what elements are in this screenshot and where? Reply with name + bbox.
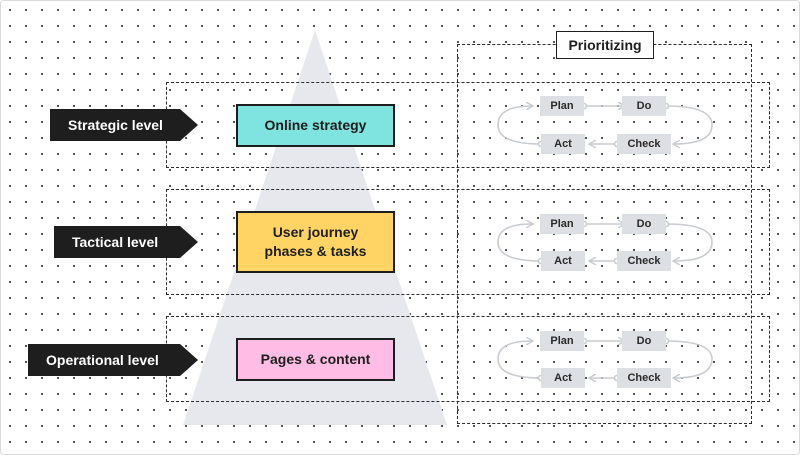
pdca-plan-node: Plan [540,214,584,234]
pdca-do-node: Do [622,96,666,116]
operational-level-label: Operational level [28,344,198,376]
pdca-check-node: Check [617,134,671,154]
pdca-act-node: Act [541,368,585,388]
pdca-check-node: Check [617,251,671,271]
pdca-do-node: Do [622,331,666,351]
tactical-level-label: Tactical level [54,226,198,258]
pdca-do-node: Do [622,214,666,234]
user-journey-box: User journey phases & tasks [236,211,395,273]
pdca-act-node: Act [541,134,585,154]
pages-content-box: Pages & content [236,338,395,381]
pdca-act-node: Act [541,251,585,271]
online-strategy-box: Online strategy [236,104,395,147]
strategic-level-label: Strategic level [50,109,198,141]
pdca-plan-node: Plan [540,331,584,351]
pdca-check-node: Check [617,368,671,388]
pdca-plan-node: Plan [540,96,584,116]
prioritizing-label: Prioritizing [556,31,654,59]
